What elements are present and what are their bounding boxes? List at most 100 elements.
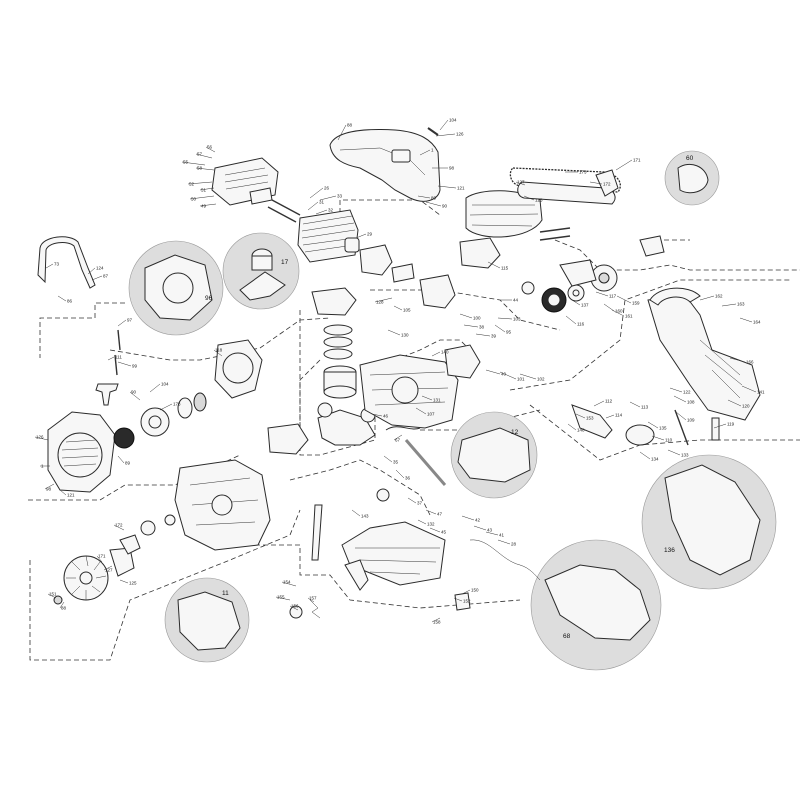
callout-labels: 8812619812189901041731721711271251154495… — [34, 118, 765, 625]
callout-leader — [355, 233, 367, 239]
callout-number: 164 — [753, 320, 761, 325]
starter-grille-lines — [61, 439, 99, 467]
starter-handle-part — [95, 383, 119, 406]
callout-number: 90 — [442, 204, 448, 209]
callout-leader — [374, 297, 393, 303]
callout-leader — [475, 333, 491, 337]
callout-leader — [275, 596, 291, 601]
callout-number: 125 — [129, 581, 137, 586]
screw-4 — [114, 354, 118, 376]
callout-number: 42 — [475, 518, 481, 523]
callout-leader — [673, 395, 687, 403]
callout-leader — [461, 589, 471, 595]
callout-leader — [605, 414, 615, 419]
screw-6 — [674, 409, 689, 446]
callout-leader — [159, 403, 173, 411]
flywheel-fins — [66, 555, 107, 600]
callout-number: 40 — [501, 372, 507, 377]
starter-ring-part — [193, 392, 207, 412]
exhaust-gasket-part — [267, 423, 309, 455]
callout-leader — [595, 291, 609, 297]
starter-washer-part — [177, 397, 193, 419]
screw-7 — [539, 227, 571, 233]
piston-lower-bottom — [323, 385, 357, 399]
callout-leader — [567, 423, 577, 431]
callout-number: 150 — [471, 588, 479, 593]
detail-68-drawing — [544, 564, 651, 641]
callout-number: 130 — [401, 333, 409, 338]
screw-5 — [404, 439, 447, 486]
base-gasket-part — [311, 287, 357, 316]
cover-outline-2 — [529, 404, 800, 461]
callout-number: 134 — [651, 457, 659, 462]
crankcase-bore — [391, 376, 419, 404]
callout-leader — [315, 209, 328, 215]
callout-number: 159 — [632, 301, 640, 306]
callout-leader — [289, 605, 299, 611]
callout-number: 126 — [456, 132, 464, 137]
callout-leader — [515, 181, 526, 186]
oil-line-part — [385, 426, 421, 431]
detail-label-12: 12 — [511, 429, 519, 436]
screw-3 — [117, 329, 121, 351]
callout-leader — [213, 349, 223, 357]
callout-number: 55 — [183, 160, 189, 165]
fuel-line-part — [469, 539, 541, 581]
rear-handle-detail — [355, 547, 440, 575]
callout-leader — [371, 413, 383, 417]
piston-ring-3 — [323, 348, 353, 360]
callout-number: 125 — [535, 198, 543, 203]
callout-number: 32 — [328, 208, 334, 213]
callout-number: 121 — [67, 493, 75, 498]
callout-leader — [107, 356, 115, 361]
callout-number: 89 — [431, 196, 437, 201]
callout-number: 104 — [161, 382, 169, 387]
sprocket-inner — [572, 289, 580, 297]
callout-number: 161 — [625, 314, 633, 319]
callout-number: 140 — [441, 350, 449, 355]
callout-number: 110 — [665, 438, 673, 443]
callout-leader — [497, 317, 513, 320]
callout-leader — [119, 579, 129, 584]
top-cover-part — [329, 129, 441, 202]
callout-leader — [425, 509, 437, 515]
callout-leader — [669, 387, 683, 393]
callout-leader — [439, 119, 449, 131]
callout-number: 118 — [215, 348, 223, 353]
screw-1 — [271, 199, 301, 216]
muffler-grille — [224, 167, 269, 190]
callout-number: 173 — [579, 170, 587, 175]
callout-number: 172 — [115, 523, 123, 528]
callout-number: 143 — [361, 514, 369, 519]
callout-number: 155 — [277, 595, 285, 600]
callout-leader — [461, 515, 475, 521]
callout-number: 108 — [687, 400, 695, 405]
callout-leader — [519, 373, 537, 380]
callout-number: 127 — [105, 568, 113, 573]
rear-handle-outline — [255, 544, 521, 609]
carburetor-part — [419, 274, 456, 309]
callout-number: 37 — [417, 501, 423, 506]
callout-leader — [616, 295, 632, 304]
callout-leader — [431, 351, 441, 357]
callout-leader — [431, 617, 441, 623]
callout-number: 116 — [577, 322, 585, 327]
callout-leader — [337, 124, 347, 141]
callout-leader — [189, 195, 215, 200]
detail-11-drawing — [177, 591, 241, 651]
callout-number: 160 — [615, 309, 623, 314]
cover-plate-part — [639, 235, 665, 257]
callout-leader — [407, 497, 417, 504]
intake-manifold-part — [359, 244, 393, 276]
callout-leader — [721, 303, 737, 307]
detail-label-68: 68 — [563, 633, 571, 640]
callout-leader — [199, 187, 215, 191]
starter-cover-grille — [57, 432, 103, 478]
callout-number: 46 — [383, 414, 389, 419]
crankshaft-part — [317, 409, 376, 446]
engine-housing-bore — [211, 494, 233, 516]
callout-number: 152 — [463, 599, 471, 604]
pin-part — [711, 417, 720, 441]
callout-number: 157 — [309, 596, 317, 601]
callout-leader — [45, 263, 54, 269]
